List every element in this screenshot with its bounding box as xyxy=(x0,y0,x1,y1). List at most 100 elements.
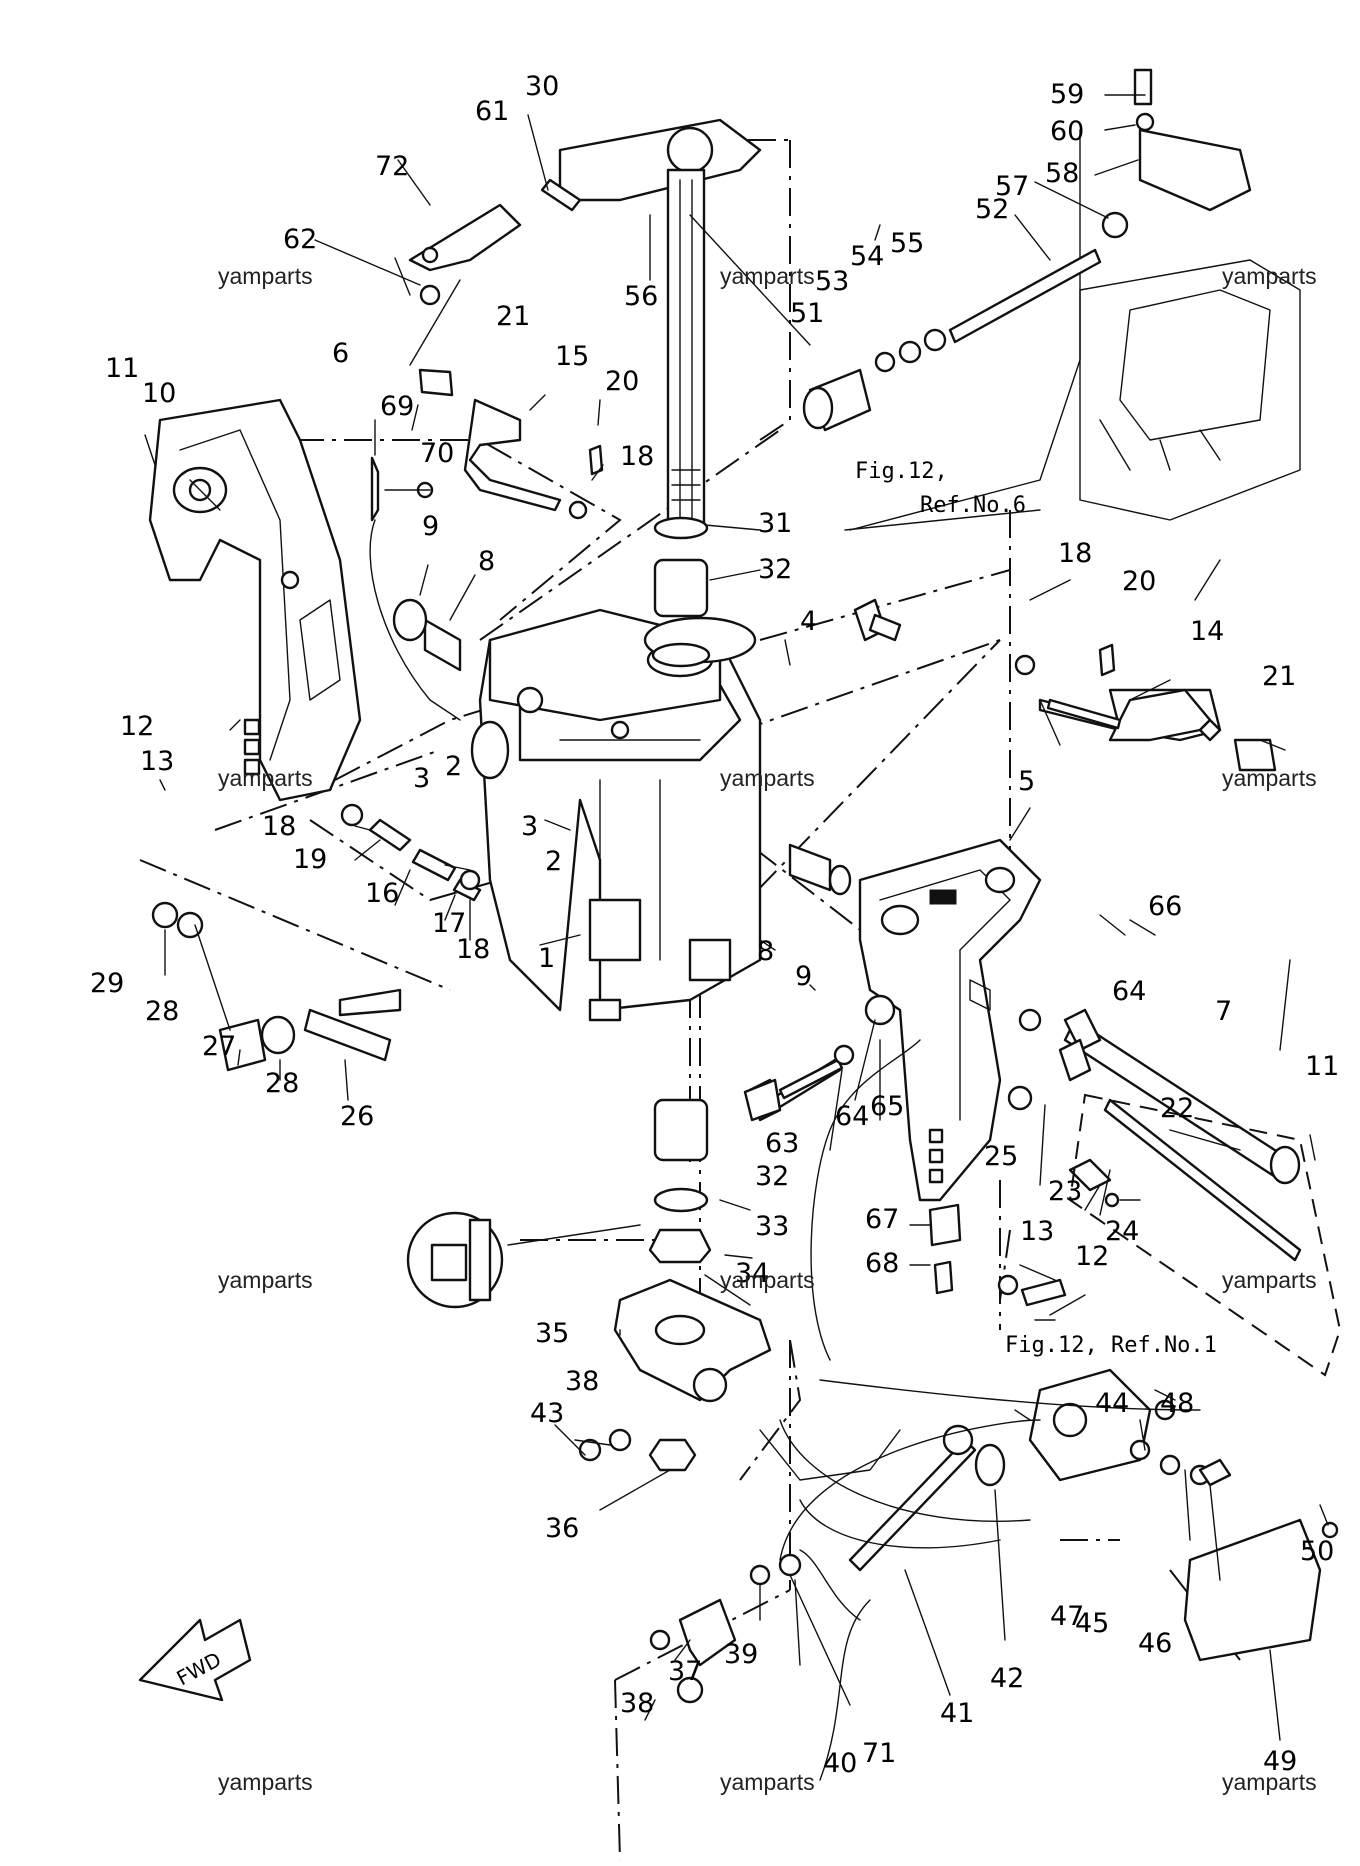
steering-arm-part xyxy=(558,118,762,532)
callout-32: 32 xyxy=(758,554,792,585)
callout-3-lower: 3 xyxy=(521,811,538,842)
watermarks: yamparts yamparts yamparts yamparts yamp… xyxy=(218,263,1317,1795)
callout-43: 43 xyxy=(530,1398,564,1429)
watermark: yamparts xyxy=(720,765,815,791)
watermark: yamparts xyxy=(720,263,815,289)
callout-20-right: 20 xyxy=(1122,566,1156,597)
callout-55: 55 xyxy=(890,228,924,259)
callout-11: 11 xyxy=(105,353,139,384)
watermark: yamparts xyxy=(218,765,313,791)
callout-42: 42 xyxy=(990,1663,1024,1694)
callout-26: 26 xyxy=(340,1101,374,1132)
callout-28: 28 xyxy=(145,996,179,1027)
callout-52: 52 xyxy=(975,194,1009,225)
callout-48: 48 xyxy=(1160,1388,1194,1419)
callout-18-right: 18 xyxy=(1058,538,1092,569)
callout-47: 47 xyxy=(1050,1601,1084,1632)
callout-1: 1 xyxy=(538,943,555,974)
callout-23: 23 xyxy=(1048,1176,1082,1207)
callout-9: 9 xyxy=(422,511,439,542)
callout-57: 57 xyxy=(995,171,1029,202)
callout-62: 62 xyxy=(283,224,317,255)
callout-65: 65 xyxy=(870,1091,904,1122)
callout-numbers: 30 61 72 62 56 51 53 54 55 52 57 58 60 5… xyxy=(90,71,1339,1779)
fig12-ref6-line2: Ref.No.6 xyxy=(920,493,1026,518)
callout-68: 68 xyxy=(865,1248,899,1279)
callout-40: 40 xyxy=(823,1748,857,1779)
callout-4: 4 xyxy=(800,606,817,637)
reference-notes: Fig.12, Ref.No.6 Fig.12, Ref.No.1 xyxy=(855,459,1217,1358)
callout-36: 36 xyxy=(545,1513,579,1544)
watermark: yamparts xyxy=(720,1769,815,1795)
callout-34: 34 xyxy=(735,1258,769,1289)
callout-8: 8 xyxy=(478,546,495,577)
callout-45: 45 xyxy=(1075,1608,1109,1639)
callout-56: 56 xyxy=(624,281,658,312)
callout-21: 21 xyxy=(496,301,530,332)
fig12-ref1: Fig.12, Ref.No.1 xyxy=(1005,1333,1217,1358)
callout-13: 13 xyxy=(140,746,174,777)
callout-32-lower: 32 xyxy=(755,1161,789,1192)
callout-59: 59 xyxy=(1050,79,1084,110)
callout-3: 3 xyxy=(413,763,430,794)
lower-parts xyxy=(578,994,1339,1704)
callout-53: 53 xyxy=(815,266,849,297)
inset-detail xyxy=(406,1211,641,1309)
callout-72: 72 xyxy=(375,151,409,182)
watermark: yamparts xyxy=(218,263,313,289)
callout-70: 70 xyxy=(420,438,454,469)
callout-29: 29 xyxy=(90,968,124,999)
watermark: yamparts xyxy=(218,1769,313,1795)
callout-12: 12 xyxy=(120,711,154,742)
callout-13-right: 13 xyxy=(1020,1216,1054,1247)
watermark: yamparts xyxy=(1222,765,1317,791)
callout-19: 19 xyxy=(293,844,327,875)
callout-18: 18 xyxy=(620,441,654,472)
callout-8-lower: 8 xyxy=(757,936,774,967)
callout-64-right: 64 xyxy=(1112,976,1146,1007)
callout-58: 58 xyxy=(1045,158,1079,189)
callout-16: 16 xyxy=(365,878,399,909)
callout-28-lower: 28 xyxy=(265,1068,299,1099)
callout-38-lower: 38 xyxy=(620,1688,654,1719)
callout-21-right: 21 xyxy=(1262,661,1296,692)
callout-67: 67 xyxy=(865,1204,899,1235)
top-right-parts xyxy=(802,68,1301,521)
right-clamp-bracket xyxy=(858,838,1042,1202)
callout-10: 10 xyxy=(142,378,176,409)
callout-54: 54 xyxy=(850,241,884,272)
callout-63: 63 xyxy=(765,1128,799,1159)
callout-9-lower: 9 xyxy=(795,961,812,992)
watermark: yamparts xyxy=(1222,1769,1317,1795)
callout-33: 33 xyxy=(755,1211,789,1242)
callout-44: 44 xyxy=(1095,1388,1129,1419)
callout-71: 71 xyxy=(862,1738,896,1769)
callout-5: 5 xyxy=(1018,766,1035,797)
callout-12-right: 12 xyxy=(1075,1241,1109,1272)
bushings xyxy=(392,516,852,1264)
left-clamp-bracket xyxy=(148,398,362,802)
fwd-arrow: FWD xyxy=(138,1618,252,1702)
callout-6: 6 xyxy=(332,338,349,369)
watermark: yamparts xyxy=(720,1267,815,1293)
watermark: yamparts xyxy=(1222,263,1317,289)
callout-15: 15 xyxy=(555,341,589,372)
callout-31: 31 xyxy=(758,508,792,539)
watermark: yamparts xyxy=(1222,1267,1317,1293)
right-upper-parts xyxy=(853,598,1277,772)
callout-49: 49 xyxy=(1263,1746,1297,1777)
callout-24: 24 xyxy=(1105,1216,1139,1247)
callout-35: 35 xyxy=(535,1318,569,1349)
callout-64: 64 xyxy=(835,1101,869,1132)
callout-18-left: 18 xyxy=(262,811,296,842)
leader-lines xyxy=(144,94,1329,1741)
reference-dashed-boxes xyxy=(844,509,1342,1377)
callout-46: 46 xyxy=(1138,1628,1172,1659)
callout-60: 60 xyxy=(1050,116,1084,147)
callout-61: 61 xyxy=(475,96,509,127)
callout-51: 51 xyxy=(790,298,824,329)
callout-22: 22 xyxy=(1160,1093,1194,1124)
callout-20: 20 xyxy=(605,366,639,397)
watermark: yamparts xyxy=(218,1267,313,1293)
